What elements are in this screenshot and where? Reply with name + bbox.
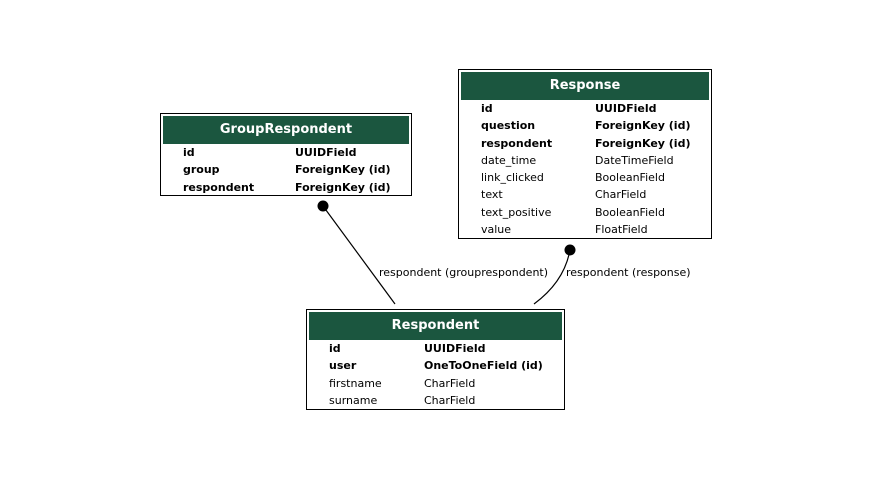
- model-respondent: Respondent id UUIDField user OneToOneFie…: [306, 309, 565, 410]
- field-row: firstname CharField: [309, 375, 562, 392]
- field-name: date_time: [481, 153, 537, 167]
- relation-endpoint-dot-grouprespondent: [317, 200, 329, 212]
- field-type: UUIDField: [595, 102, 657, 115]
- field-type: ForeignKey (id): [295, 180, 391, 194]
- field-name: firstname: [329, 376, 382, 390]
- field-row: id UUIDField: [309, 340, 562, 357]
- field-name: id: [183, 146, 195, 159]
- model-response: Response id UUIDField question ForeignKe…: [458, 69, 712, 239]
- field-row: text CharField: [461, 186, 709, 203]
- field-type: DateTimeField: [595, 153, 674, 167]
- field-row: question ForeignKey (id): [461, 117, 709, 134]
- field-type: ForeignKey (id): [595, 119, 691, 133]
- field-name: respondent: [481, 136, 553, 150]
- relation-endpoint-dot-response: [564, 244, 576, 256]
- field-type: CharField: [595, 188, 647, 202]
- field-name: text: [481, 188, 503, 202]
- field-row: value FloatField: [461, 221, 709, 238]
- field-name: link_clicked: [481, 171, 544, 185]
- field-name: group: [183, 163, 220, 177]
- field-name: id: [329, 342, 341, 355]
- field-type: BooleanField: [595, 171, 665, 185]
- relation-line-response: [533, 249, 571, 305]
- model-grouprespondent: GroupRespondent id UUIDField group Forei…: [160, 113, 412, 196]
- field-row: link_clicked BooleanField: [461, 169, 709, 186]
- field-name: respondent: [183, 180, 255, 194]
- field-row: date_time DateTimeField: [461, 152, 709, 169]
- field-type: BooleanField: [595, 205, 665, 219]
- model-title: GroupRespondent: [163, 116, 409, 144]
- field-type: CharField: [424, 376, 476, 390]
- field-row: respondent ForeignKey (id): [461, 135, 709, 152]
- field-type: ForeignKey (id): [595, 136, 691, 150]
- field-row: respondent ForeignKey (id): [163, 179, 409, 196]
- field-row: text_positive BooleanField: [461, 204, 709, 221]
- field-name: user: [329, 359, 357, 373]
- field-row: id UUIDField: [163, 144, 409, 161]
- field-type: UUIDField: [295, 146, 357, 159]
- field-name: value: [481, 223, 512, 237]
- field-type: CharField: [424, 393, 476, 407]
- relation-label-grouprespondent: respondent (grouprespondent): [379, 266, 549, 279]
- field-name: text_positive: [481, 205, 552, 219]
- field-type: ForeignKey (id): [295, 163, 391, 177]
- field-type: UUIDField: [424, 342, 486, 355]
- field-name: surname: [329, 393, 378, 407]
- model-title: Respondent: [309, 312, 562, 340]
- field-row: group ForeignKey (id): [163, 161, 409, 178]
- field-type: OneToOneField (id): [424, 359, 543, 373]
- relation-label-response: respondent (response): [566, 266, 691, 279]
- field-type: FloatField: [595, 223, 648, 237]
- field-name: question: [481, 119, 536, 133]
- relation-line-grouprespondent: [322, 205, 396, 305]
- field-row: surname CharField: [309, 392, 562, 409]
- field-row: user OneToOneField (id): [309, 357, 562, 374]
- field-row: id UUIDField: [461, 100, 709, 117]
- model-title: Response: [461, 72, 709, 100]
- field-name: id: [481, 102, 493, 115]
